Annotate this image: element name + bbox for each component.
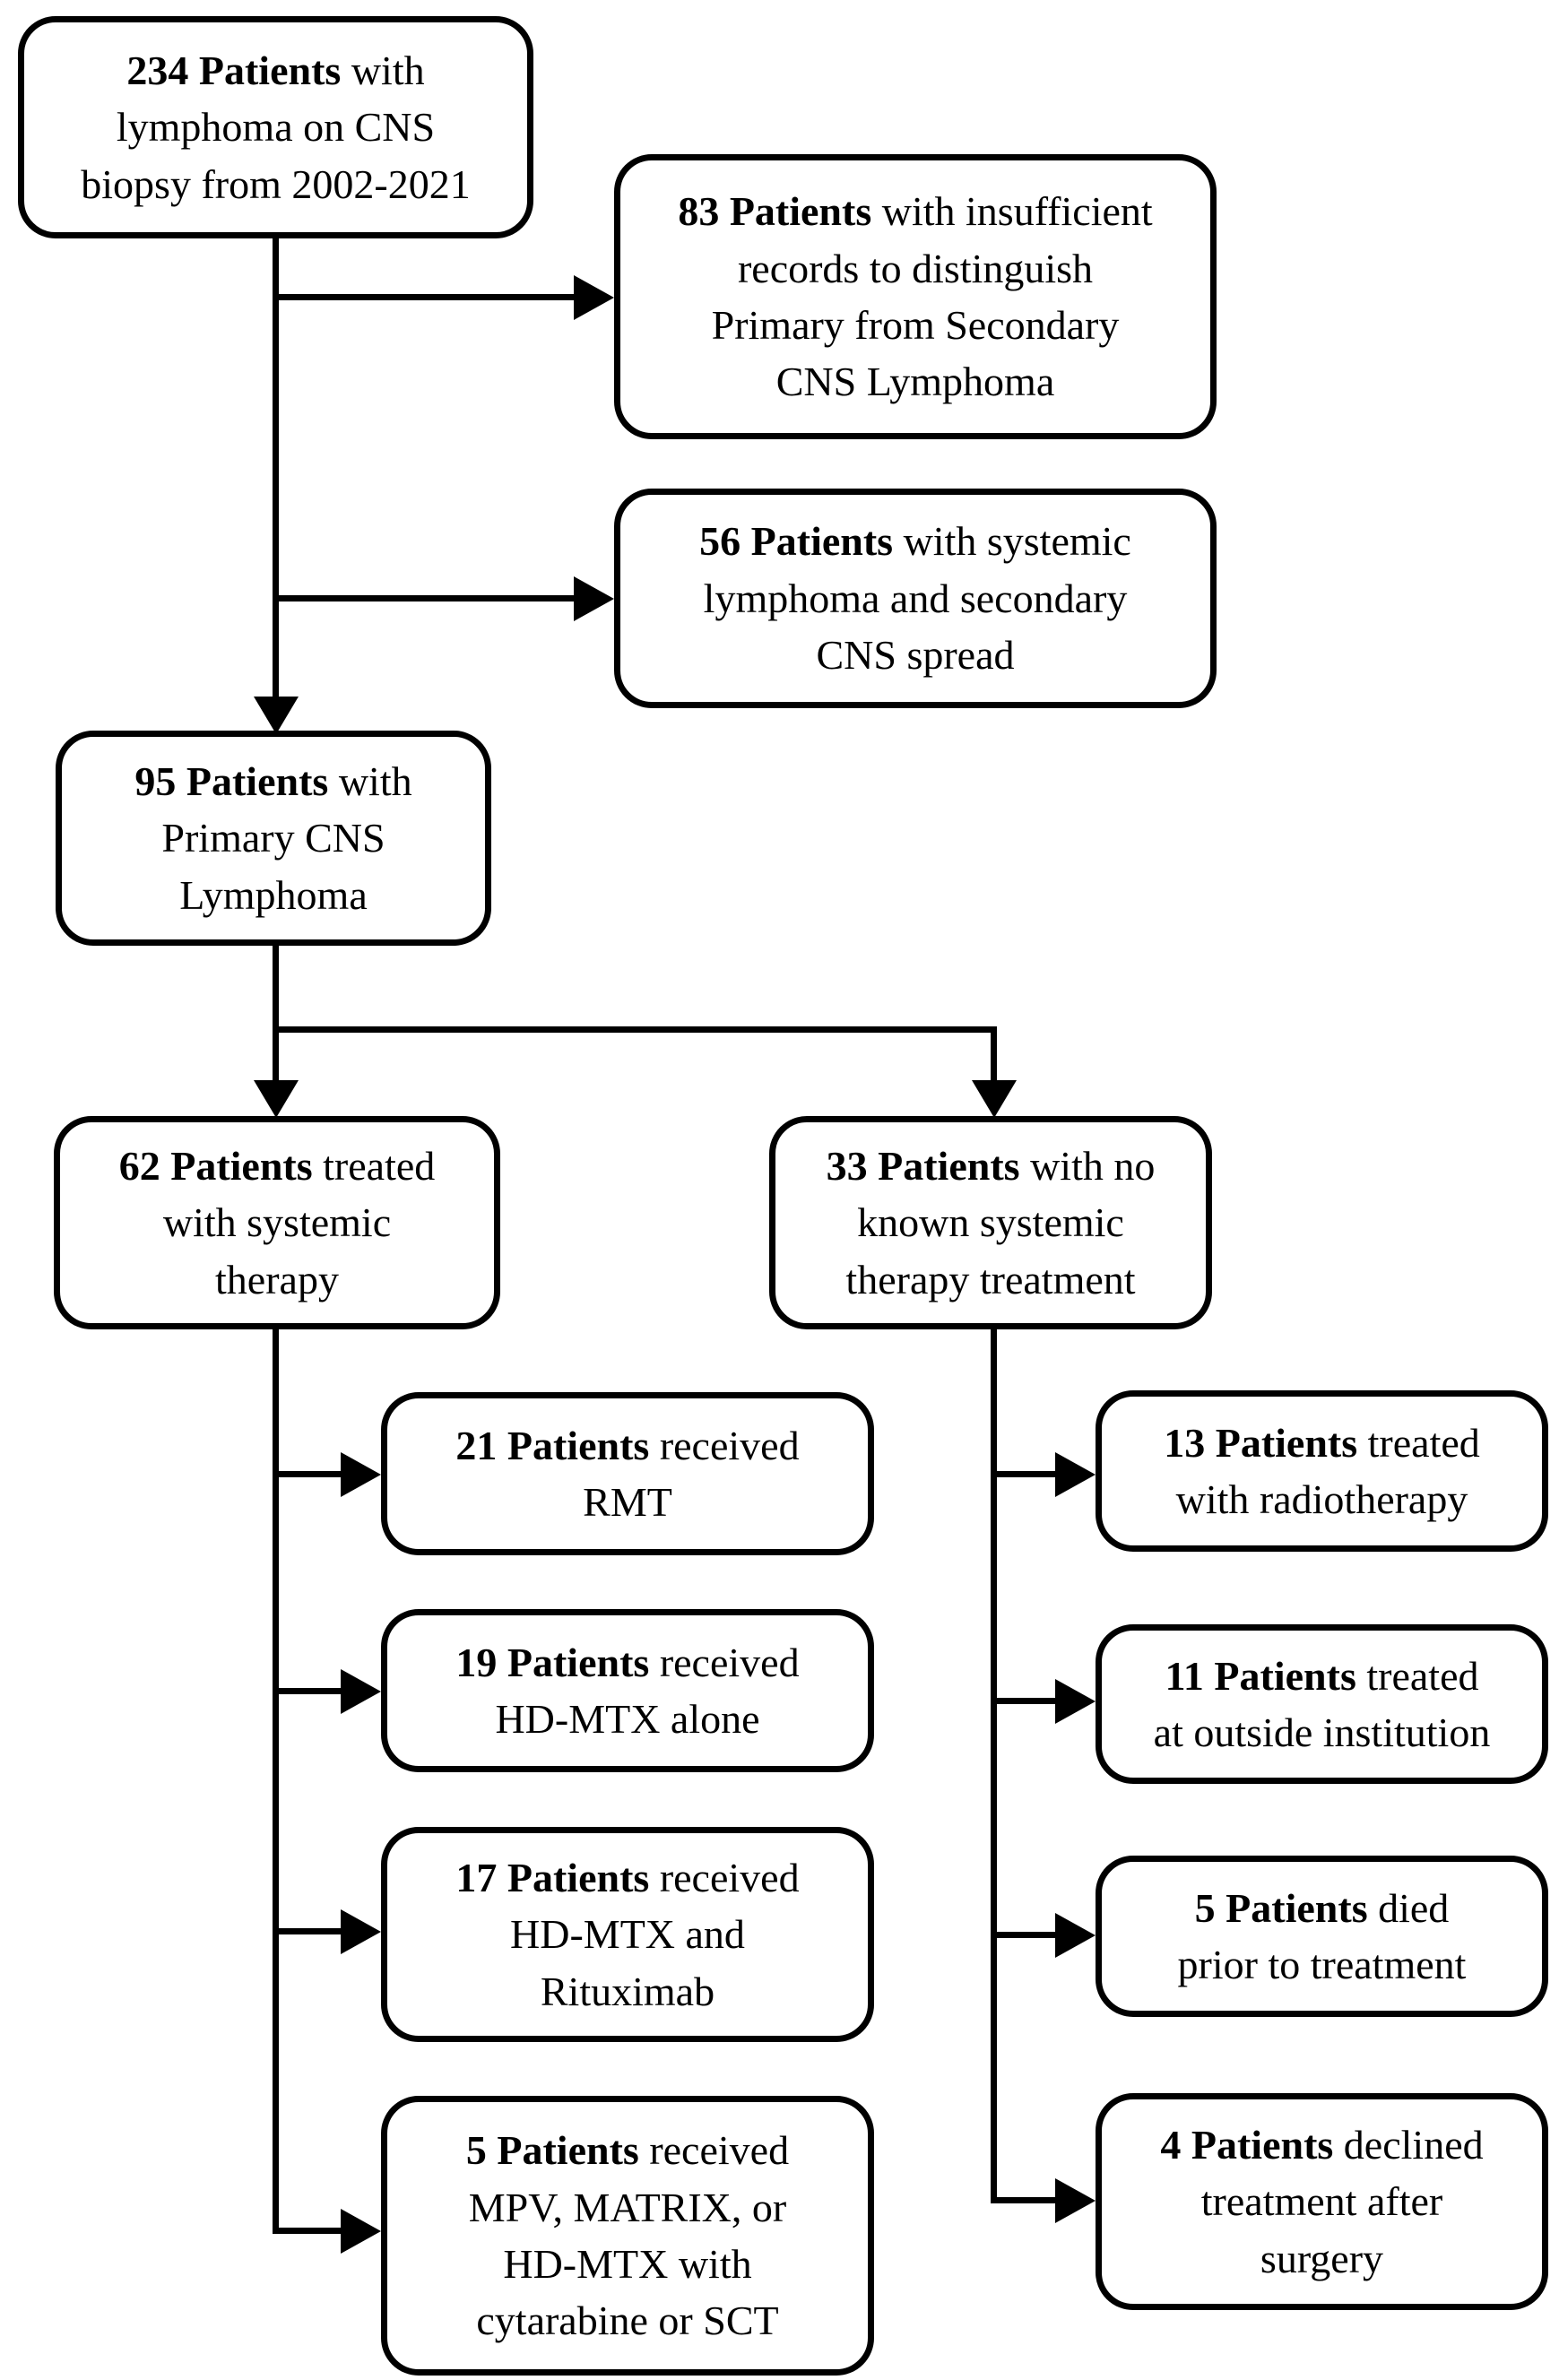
edge-62-to-5mpv-line <box>273 2228 341 2234</box>
edge-95-branch-stem <box>273 946 279 1033</box>
node-text: 33 Patients with no known systemic thera… <box>826 1142 1156 1303</box>
node-95-primary-cns-lymphoma: 95 Patients with Primary CNS Lymphoma <box>56 731 491 946</box>
arrowhead-right-into-19 <box>341 1669 381 1714</box>
node-text: 234 Patients with lymphoma on CNS biopsy… <box>81 47 471 207</box>
node-4-declined-treatment: 4 Patients declined treatment after surg… <box>1096 2093 1548 2310</box>
node-text: 83 Patients with insufficient records to… <box>678 188 1153 405</box>
node-5-died-prior: 5 Patients died prior to treatment <box>1096 1856 1548 2017</box>
node-text: 4 Patients declined treatment after surg… <box>1160 2121 1484 2281</box>
node-text: 95 Patients with Primary CNS Lymphoma <box>134 757 412 918</box>
arrowhead-right-into-21 <box>341 1452 381 1497</box>
edge-234-to-95-line <box>273 235 279 697</box>
arrowhead-right-into-56 <box>574 576 614 621</box>
arrowhead-right-into-5mpv <box>341 2209 381 2254</box>
node-83-insufficient-records: 83 Patients with insufficient records to… <box>614 154 1217 439</box>
node-21-rmt: 21 Patients received RMT <box>381 1392 874 1555</box>
arrowhead-down-into-62 <box>254 1080 299 1118</box>
node-234-lymphoma-biopsy: 234 Patients with lymphoma on CNS biopsy… <box>18 16 533 238</box>
edge-95-to-62-line <box>273 1026 279 1082</box>
arrowhead-down-into-33 <box>972 1080 1017 1118</box>
node-19-hdmtx-alone: 19 Patients received HD-MTX alone <box>381 1609 874 1772</box>
edge-95-to-33-line <box>991 1026 997 1082</box>
edge-33-to-5died-line <box>991 1932 1055 1938</box>
edge-33-spine <box>991 1329 997 2203</box>
node-text: 5 Patients died prior to treatment <box>1177 1884 1467 1987</box>
node-62-systemic-therapy: 62 Patients treated with systemic therap… <box>54 1116 500 1329</box>
node-text: 5 Patients received MPV, MATRIX, or HD-M… <box>465 2127 790 2344</box>
node-11-outside-institution: 11 Patients treated at outside instituti… <box>1096 1624 1548 1784</box>
node-text: 13 Patients treated with radiotherapy <box>1164 1419 1480 1522</box>
node-56-systemic-lymphoma: 56 Patients with systemic lymphoma and s… <box>614 489 1217 708</box>
arrowhead-right-into-5died <box>1055 1913 1096 1958</box>
node-5-mpv-matrix-hdmtx: 5 Patients received MPV, MATRIX, or HD-M… <box>381 2096 874 2376</box>
edge-234-to-83-line <box>273 294 574 300</box>
node-33-no-systemic-therapy: 33 Patients with no known systemic thera… <box>769 1116 1212 1329</box>
edge-234-to-56-line <box>273 595 574 601</box>
edge-62-to-17-line <box>273 1928 341 1934</box>
node-text: 21 Patients received RMT <box>455 1422 800 1525</box>
node-text: 19 Patients received HD-MTX alone <box>455 1639 800 1742</box>
node-text: 11 Patients treated at outside instituti… <box>1153 1652 1491 1755</box>
node-text: 56 Patients with systemic lymphoma and s… <box>699 518 1131 679</box>
node-13-radiotherapy: 13 Patients treated with radiotherapy <box>1096 1390 1548 1552</box>
node-text: 62 Patients treated with systemic therap… <box>118 1142 436 1303</box>
edge-62-to-21-line <box>273 1471 341 1477</box>
arrowhead-right-into-13 <box>1055 1452 1096 1497</box>
edge-95-branch-crossbar <box>273 1026 997 1033</box>
node-17-hdmtx-rituximab: 17 Patients received HD-MTX and Rituxima… <box>381 1827 874 2042</box>
edge-33-to-13-line <box>991 1471 1055 1477</box>
node-text: 17 Patients received HD-MTX and Rituxima… <box>455 1854 800 2014</box>
edge-62-to-19-line <box>273 1688 341 1694</box>
edge-33-to-11-line <box>991 1698 1055 1704</box>
arrowhead-right-into-11 <box>1055 1679 1096 1724</box>
arrowhead-down-into-95 <box>254 697 299 734</box>
edge-62-spine <box>273 1329 279 2234</box>
edge-33-to-4-line <box>991 2197 1055 2203</box>
arrowhead-right-into-17 <box>341 1909 381 1954</box>
arrowhead-right-into-4 <box>1055 2178 1096 2223</box>
arrowhead-right-into-83 <box>574 275 614 320</box>
